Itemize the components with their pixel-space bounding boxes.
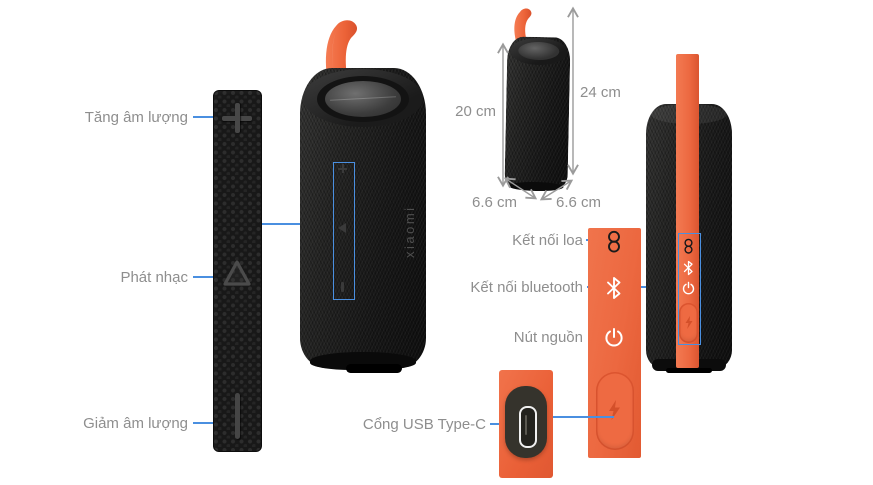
dimension-width: 6.6 cm — [556, 194, 602, 211]
speaker-front-foot — [346, 364, 402, 373]
bluetooth-label: Kết nối bluetooth — [470, 279, 583, 296]
button-strip-zoom — [213, 90, 262, 452]
speaker-front: xiaomi — [300, 68, 426, 373]
usb-c-pin — [525, 415, 527, 435]
charging-icon — [609, 400, 620, 420]
power-label: Nút nguồn — [513, 329, 583, 346]
body-volume-down-icon — [341, 282, 344, 292]
power-icon-small — [682, 281, 695, 295]
bluetooth-icon — [607, 277, 621, 299]
volume-down-icon — [235, 393, 240, 439]
speaker-pair-icon — [608, 230, 620, 253]
play-icon — [223, 260, 251, 286]
play-label: Phát nhạc — [120, 269, 188, 286]
usb-label: Cổng USB Type-C — [362, 416, 486, 433]
brand-logo-text: xiaomi — [402, 205, 417, 258]
depth-arrow — [503, 177, 538, 200]
power-icon — [605, 328, 623, 347]
dimension-depth: 6.6 cm — [472, 194, 518, 211]
height-total-arrow — [567, 6, 579, 176]
volume-up-icon — [222, 103, 252, 133]
back-controls-highlight-box — [678, 233, 701, 345]
body-play-icon — [338, 223, 346, 233]
usb-to-flap-line — [553, 416, 614, 418]
body-volume-up-icon — [338, 164, 347, 173]
width-arrow — [539, 179, 574, 201]
volume-up-label: Tăng âm lượng — [84, 109, 188, 126]
usb-c-port-icon — [519, 406, 537, 448]
height-body-arrow — [497, 42, 509, 188]
bluetooth-icon-small — [683, 260, 693, 276]
speaker-pair-icon-small — [684, 238, 693, 254]
strap-mini — [514, 8, 532, 41]
speaker-back-foot-slot — [666, 368, 712, 373]
speaker-front-disc — [325, 81, 401, 117]
speaker-pair-label: Kết nối loa — [512, 232, 583, 249]
controls-highlight-box — [333, 162, 355, 300]
dimension-height-body: 20 cm — [455, 103, 496, 120]
strip-to-speaker-line — [262, 223, 334, 225]
speaker-mini — [504, 36, 571, 192]
dimension-height-total: 24 cm — [580, 84, 621, 101]
charging-icon-small — [685, 316, 693, 329]
volume-down-label: Giảm âm lượng — [83, 415, 188, 432]
